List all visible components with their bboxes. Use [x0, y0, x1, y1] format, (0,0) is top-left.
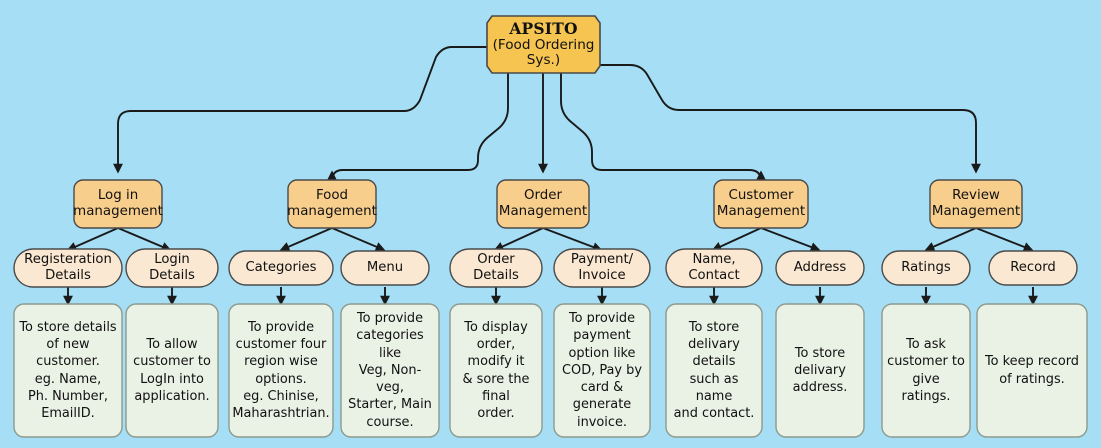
- sub-node-shape-login-details[interactable]: [125, 248, 219, 288]
- edge-food-management-to-categories: [279, 227, 333, 252]
- description-box-shape-address: [775, 303, 865, 438]
- sub-node-shape-name-contact[interactable]: [665, 248, 763, 288]
- edge-login-management-to-registeration-details: [66, 227, 119, 252]
- description-box-shape-payment-invoice: [553, 303, 651, 438]
- edge-root-to-food-management: [327, 73, 509, 182]
- description-box-shape-order-details: [449, 303, 543, 438]
- module-node-shape-login-management[interactable]: [73, 179, 163, 229]
- module-node-shape-food-management[interactable]: [287, 179, 377, 229]
- description-box-shape-menu: [340, 303, 440, 438]
- sub-node-shape-registeration-details[interactable]: [13, 248, 123, 288]
- description-box-shape-record: [976, 303, 1088, 438]
- description-box-shape-name-contact: [665, 303, 763, 438]
- edge-customer-management-to-name-contact: [711, 227, 762, 252]
- sub-node-shape-menu[interactable]: [340, 250, 430, 286]
- sub-node-shape-categories[interactable]: [228, 250, 334, 286]
- edge-review-management-to-record: [975, 227, 1034, 252]
- sub-node-shape-ratings[interactable]: [881, 250, 971, 286]
- module-node-shape-review-management[interactable]: [929, 179, 1023, 229]
- root-node-shape[interactable]: [486, 15, 601, 74]
- description-box-shape-registeration-details: [13, 303, 123, 438]
- module-node-shape-order-management[interactable]: [496, 179, 590, 229]
- edge-review-management-to-ratings: [924, 227, 977, 252]
- edge-root-to-review-management: [600, 64, 981, 174]
- sub-node-shape-payment-invoice[interactable]: [553, 248, 651, 288]
- edge-login-management-to-login-details: [117, 227, 172, 252]
- sub-node-shape-order-details[interactable]: [449, 248, 543, 288]
- description-box-shape-categories: [228, 303, 334, 438]
- edge-order-management-to-order-details: [493, 227, 544, 252]
- sub-node-shape-record[interactable]: [988, 250, 1078, 286]
- edge-customer-management-to-address: [760, 227, 821, 252]
- description-box-shape-ratings: [881, 303, 971, 438]
- module-node-shape-customer-management[interactable]: [713, 179, 809, 229]
- edge-root-to-customer-management: [560, 73, 766, 182]
- edge-order-management-to-payment-invoice: [542, 227, 603, 252]
- edge-food-management-to-menu: [331, 227, 386, 252]
- description-box-shape-login-details: [125, 303, 219, 438]
- edge-root-to-login-management: [113, 46, 487, 174]
- sub-node-shape-address[interactable]: [775, 250, 865, 286]
